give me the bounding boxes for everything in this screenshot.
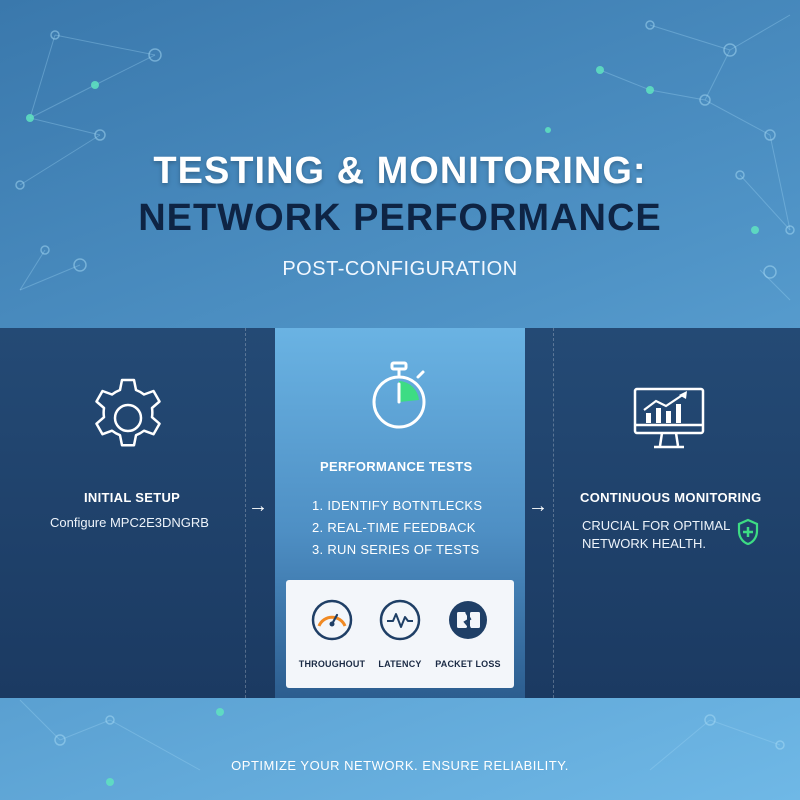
page-title: TESTING & MONITORING: xyxy=(153,150,647,192)
metrics-card: THROUGHOUT LATENCY PACKET LOSS xyxy=(286,580,514,688)
divider xyxy=(245,328,246,698)
setup-heading: INITIAL SETUP xyxy=(84,490,181,505)
arrow-right-icon: → xyxy=(528,495,548,517)
monitor-chart-icon xyxy=(633,387,705,449)
metric-label: PACKET LOSS xyxy=(435,659,501,669)
list-item: 3. RUN SERIES OF TESTS xyxy=(312,542,480,557)
monitoring-description-line1: CRUCIAL FOR OPTIMAL xyxy=(582,518,731,533)
page-title-secondary: NETWORK PERFORMANCE xyxy=(138,197,662,239)
divider xyxy=(553,328,554,698)
metric-label: THROUGHOUT xyxy=(298,659,366,669)
metric-packet-loss: PACKET LOSS xyxy=(430,598,506,669)
metric-label: LATENCY xyxy=(378,659,422,669)
list-item: 2. REAL-TIME FEEDBACK xyxy=(312,520,476,535)
shield-plus-icon xyxy=(737,518,759,546)
page-subtitle: POST-CONFIGURATION xyxy=(282,258,518,280)
gear-icon xyxy=(95,378,161,447)
pulse-icon xyxy=(379,599,421,641)
tests-list: 1. IDENTIFY BOTNTLECKS 2. REAL-TIME FEED… xyxy=(312,495,482,561)
gauge-icon xyxy=(311,599,353,641)
setup-description: Configure MPC2E3DNGRB xyxy=(50,515,209,530)
tests-heading: PERFORMANCE TESTS xyxy=(320,459,473,474)
list-item: 1. IDENTIFY BOTNTLECKS xyxy=(312,498,483,513)
metric-throughput: THROUGHOUT xyxy=(294,598,370,669)
metric-latency: LATENCY xyxy=(362,598,438,669)
stopwatch-icon xyxy=(372,361,426,429)
monitoring-heading: CONTINUOUS MONITORING xyxy=(580,490,762,505)
arrow-right-icon: → xyxy=(248,495,268,517)
monitoring-column xyxy=(525,328,800,698)
title-block: TESTING & MONITORING: NETWORK PERFORMANC… xyxy=(0,150,800,281)
monitoring-description-line2: NETWORK HEALTH. xyxy=(582,536,706,551)
footer-tagline: OPTIMIZE YOUR NETWORK. ENSURE RELIABILIT… xyxy=(231,758,569,773)
broken-packet-icon xyxy=(449,601,487,639)
